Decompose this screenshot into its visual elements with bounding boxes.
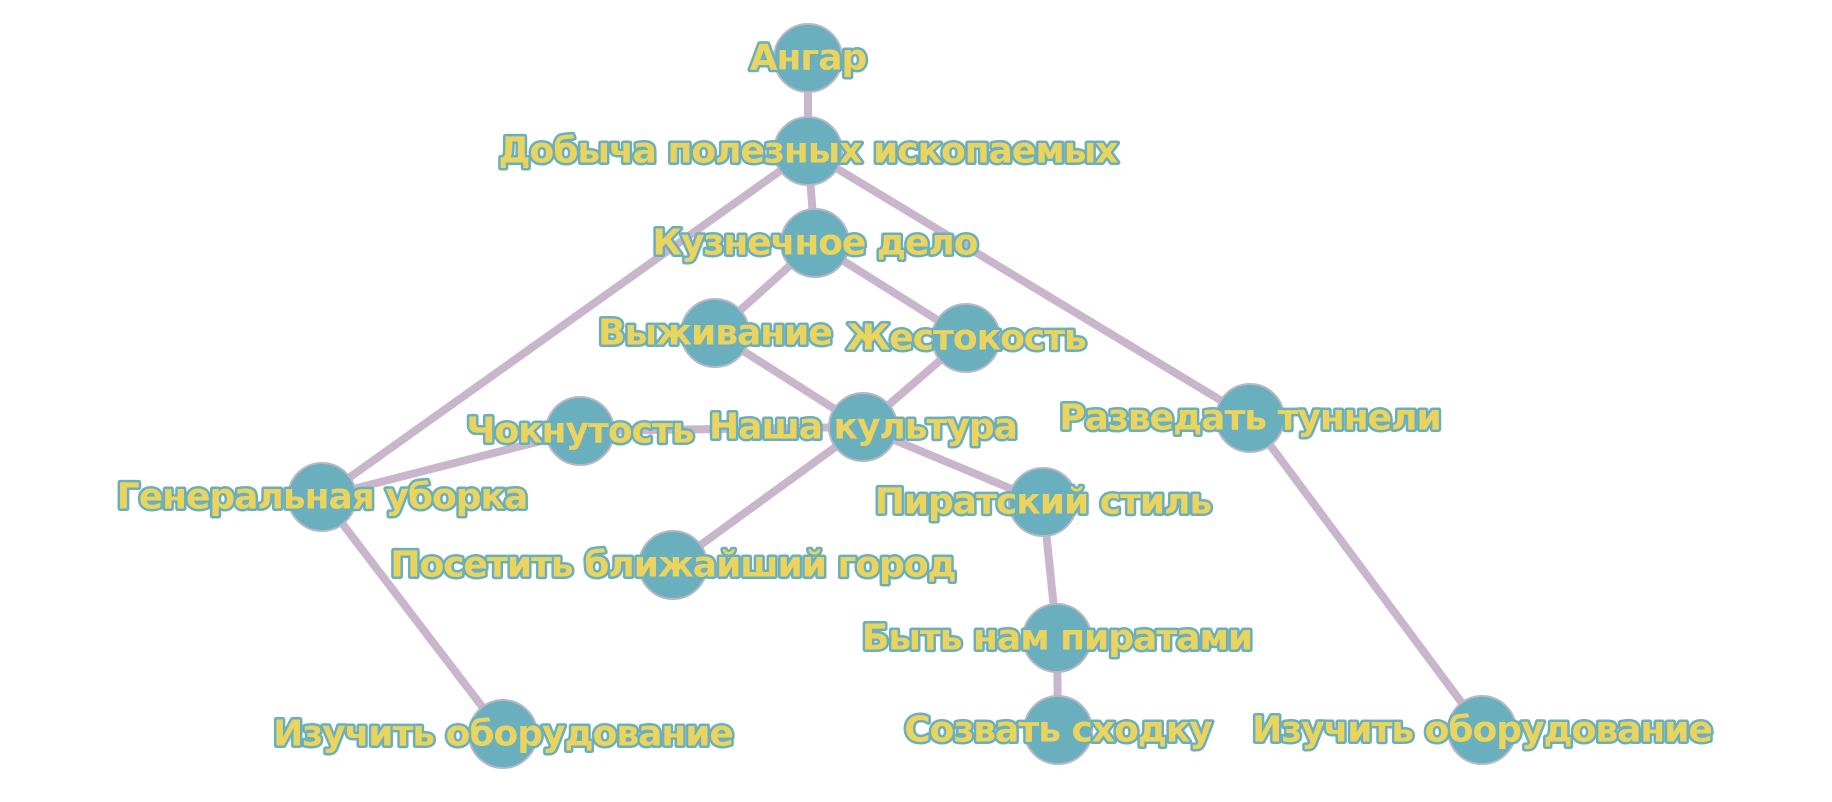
node-cruelty[interactable]: Жестокость (844, 303, 1090, 373)
node-crazy[interactable]: Чокнутость (464, 396, 697, 466)
node-label-hangar: Ангар (750, 38, 867, 79)
node-circle-smithing[interactable] (780, 208, 850, 278)
edge-tunnels-study-right (1246, 414, 1486, 734)
edge-culture-visit-city (669, 423, 867, 569)
node-pirate-style[interactable]: Пиратский стиль (872, 467, 1215, 537)
edge-mining-cleaning (318, 147, 812, 501)
node-circle-survival[interactable] (680, 298, 750, 368)
node-mining[interactable]: Добыча полезных ископаемых (496, 116, 1122, 186)
node-circle-tunnels[interactable] (1215, 383, 1285, 453)
node-circle-crazy[interactable] (545, 396, 615, 466)
edge-culture-crazy (576, 423, 867, 435)
node-gathering[interactable]: Созвать сходку (902, 695, 1216, 765)
node-cleaning[interactable]: Генеральная уборка (114, 462, 531, 532)
node-label-study-right: Изучить оборудование (1252, 710, 1712, 751)
node-label-cleaning: Генеральная уборка (117, 477, 527, 518)
node-label-crazy: Чокнутость (466, 411, 693, 452)
edge-mining-tunnels (804, 147, 1254, 422)
node-circle-mining[interactable] (773, 116, 843, 186)
node-label-tunnels: Разведать туннели (1059, 398, 1440, 439)
node-label-smithing: Кузнечное дело (653, 223, 978, 264)
node-smithing[interactable]: Кузнечное дело (650, 208, 981, 278)
node-circle-be-pirates[interactable] (1022, 603, 1092, 673)
edge-cleaning-study-left (318, 493, 507, 738)
node-study-left[interactable]: Изучить оборудование (271, 699, 736, 769)
node-tunnels[interactable]: Разведать туннели (1057, 383, 1444, 453)
node-culture[interactable]: Наша культура (707, 392, 1020, 462)
edge-crazy-cleaning (318, 427, 584, 501)
node-circle-visit-city[interactable] (638, 530, 708, 600)
node-label-culture: Наша культура (709, 407, 1017, 448)
node-label-cruelty: Жестокость (846, 318, 1086, 359)
node-label-visit-city: Посетить ближайший город (390, 545, 955, 586)
node-circle-culture[interactable] (828, 392, 898, 462)
node-survival[interactable]: Выживание (596, 298, 835, 368)
node-circle-hangar[interactable] (773, 23, 843, 93)
node-label-pirate-style: Пиратский стиль (875, 482, 1212, 523)
node-circle-pirate-style[interactable] (1008, 467, 1078, 537)
node-label-be-pirates: Быть нам пиратами (862, 618, 1252, 659)
node-circle-gathering[interactable] (1023, 695, 1093, 765)
node-label-survival: Выживание (598, 313, 832, 354)
node-circle-study-right[interactable] (1447, 695, 1517, 765)
node-label-mining: Добыча полезных ископаемых (498, 131, 1118, 172)
node-label-study-left: Изучить оборудование (273, 714, 733, 755)
node-circle-study-left[interactable] (468, 699, 538, 769)
node-label-gathering: Созвать сходку (904, 710, 1212, 751)
node-hangar[interactable]: Ангар (747, 23, 870, 93)
node-study-right[interactable]: Изучить оборудование (1250, 695, 1715, 765)
node-circle-cruelty[interactable] (931, 303, 1001, 373)
node-be-pirates[interactable]: Быть нам пиратами (859, 603, 1256, 673)
node-visit-city[interactable]: Посетить ближайший город (388, 530, 959, 600)
node-circle-cleaning[interactable] (287, 462, 357, 532)
